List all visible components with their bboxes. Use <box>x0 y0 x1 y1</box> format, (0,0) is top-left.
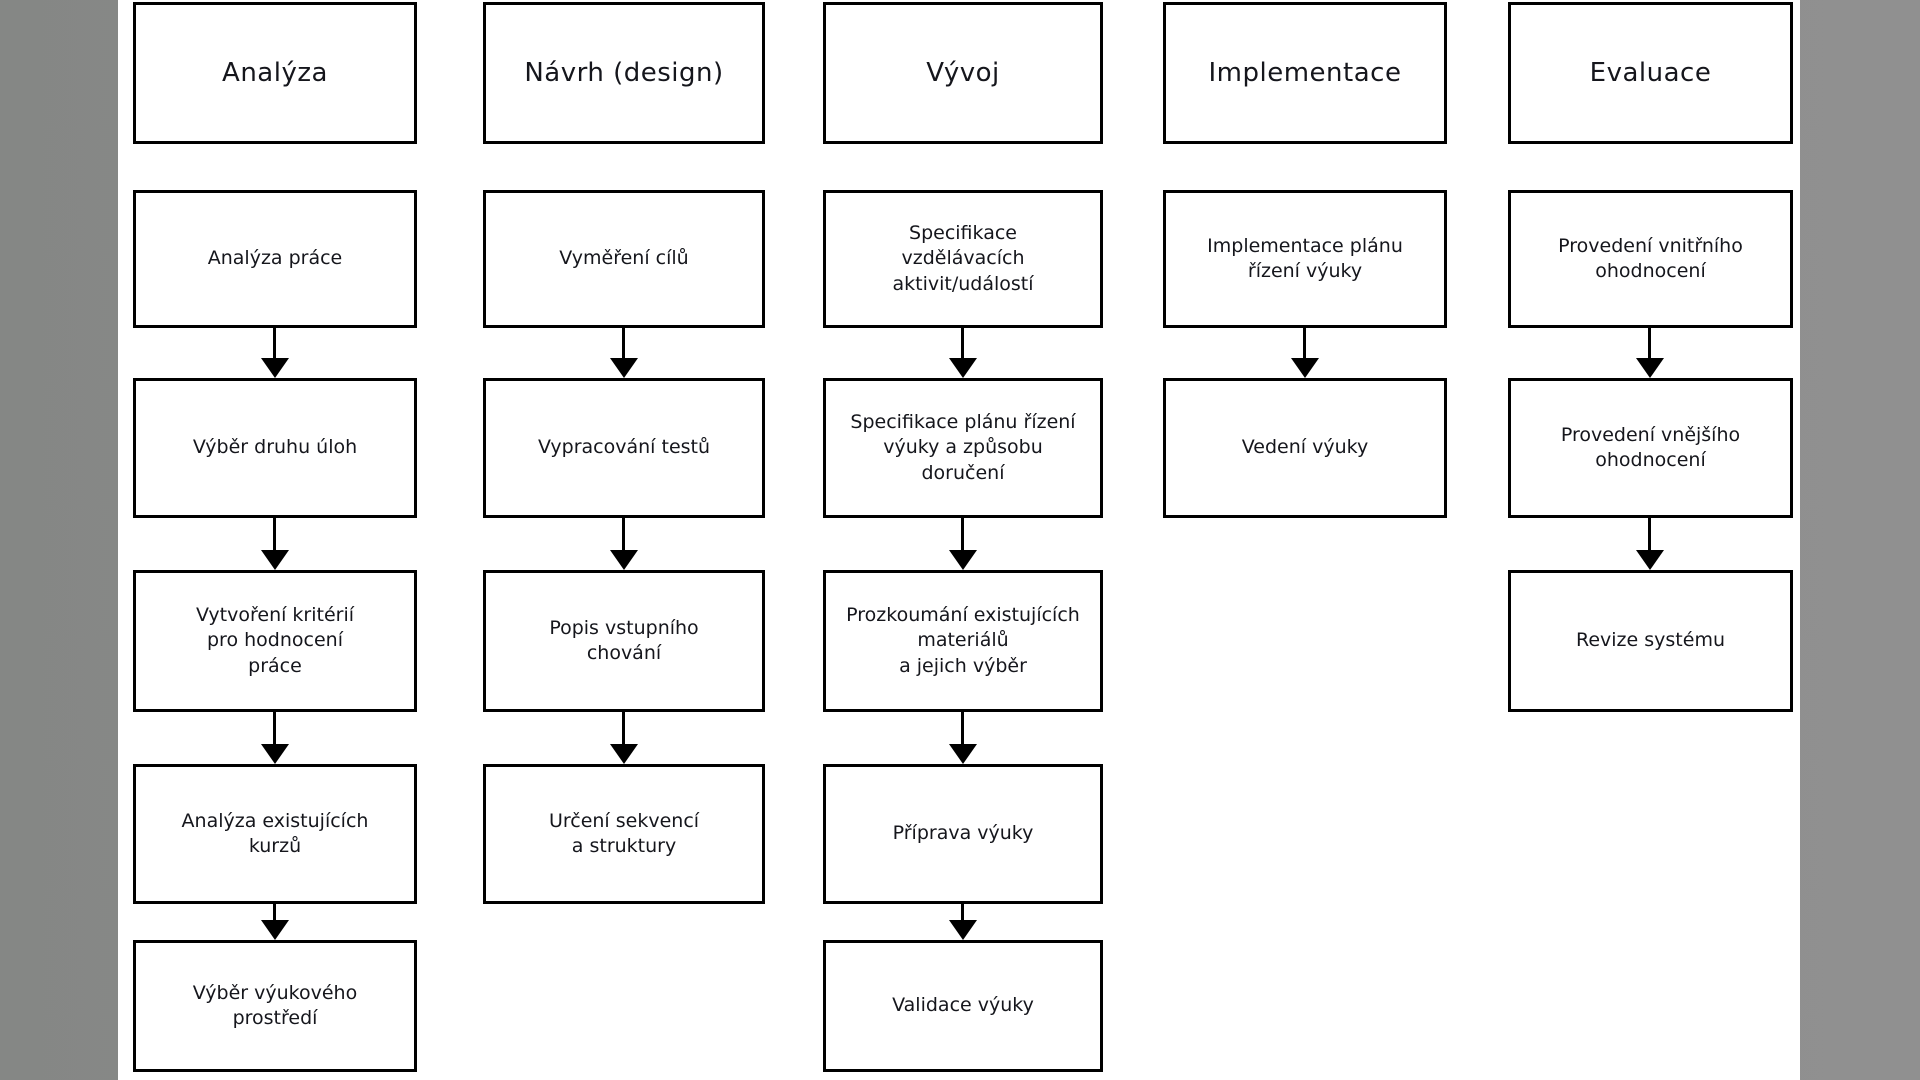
arrow-down-icon <box>949 712 977 764</box>
phase-header: Implementace <box>1163 2 1447 144</box>
flow-box: Provedení vnitřního ohodnocení <box>1508 190 1793 328</box>
arrow-down-icon <box>261 712 289 764</box>
arrow-down-icon <box>261 328 289 378</box>
flow-box: Revize systému <box>1508 570 1793 712</box>
arrow-down-icon <box>261 904 289 940</box>
arrow-down-icon <box>1291 328 1319 378</box>
flow-box: Specifikace vzdělávacích aktivit/událost… <box>823 190 1103 328</box>
arrow-down-icon <box>1636 518 1664 570</box>
phase-header: Analýza <box>133 2 417 144</box>
flow-box: Výběr druhu úloh <box>133 378 417 518</box>
flow-box: Prozkoumání existujících materiálů a jej… <box>823 570 1103 712</box>
phase-header: Vývoj <box>823 2 1103 144</box>
flow-box: Vypracování testů <box>483 378 765 518</box>
arrow-down-icon <box>261 518 289 570</box>
arrow-down-icon <box>610 328 638 378</box>
arrow-down-icon <box>610 712 638 764</box>
arrow-down-icon <box>1636 328 1664 378</box>
flow-box: Specifikace plánu řízení výuky a způsobu… <box>823 378 1103 518</box>
phase-header: Návrh (design) <box>483 2 765 144</box>
arrow-down-icon <box>949 328 977 378</box>
flow-box: Vedení výuky <box>1163 378 1447 518</box>
flow-box: Vytvoření kritérií pro hodnocení práce <box>133 570 417 712</box>
flow-box: Provedení vnějšího ohodnocení <box>1508 378 1793 518</box>
flow-box: Analýza existujících kurzů <box>133 764 417 904</box>
phase-header: Evaluace <box>1508 2 1793 144</box>
flow-box: Validace výuky <box>823 940 1103 1072</box>
flow-box: Vyměření cílů <box>483 190 765 328</box>
flow-box: Určení sekvencí a struktury <box>483 764 765 904</box>
flow-box: Příprava výuky <box>823 764 1103 904</box>
flow-box: Popis vstupního chování <box>483 570 765 712</box>
arrow-down-icon <box>610 518 638 570</box>
flow-box: Analýza práce <box>133 190 417 328</box>
arrow-down-icon <box>949 904 977 940</box>
flow-box: Výběr výukového prostředí <box>133 940 417 1072</box>
flow-box: Implementace plánu řízení výuky <box>1163 190 1447 328</box>
arrow-down-icon <box>949 518 977 570</box>
